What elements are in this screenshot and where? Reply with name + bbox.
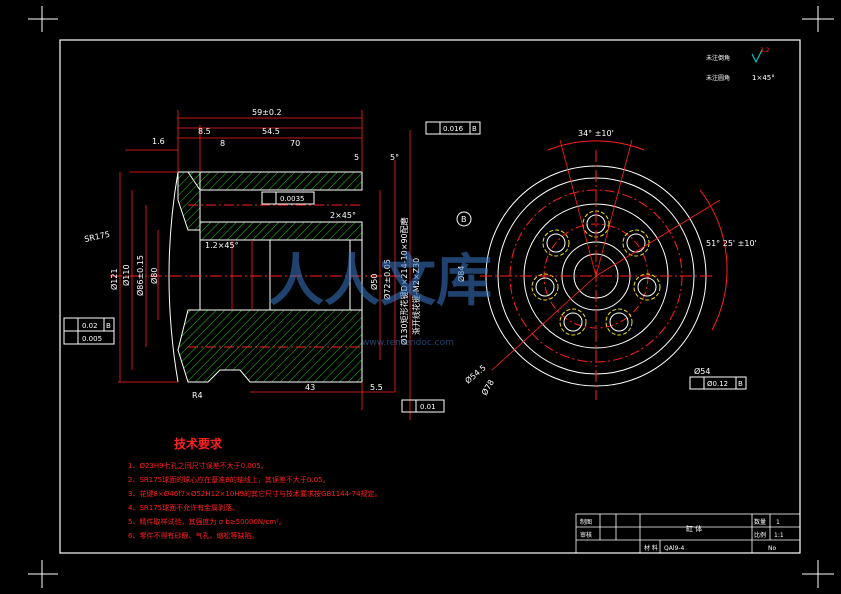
watermark: 人人文库 www.renrendoc.com xyxy=(268,249,492,348)
upper-wall-hatch xyxy=(187,171,363,191)
dim-dia-5: Ø50 xyxy=(369,274,379,290)
title-block-text: 制图 审核 缸 体 数量 1 比例 1:1 材 料 QAl9-4 No xyxy=(580,518,784,552)
tol-top-ref: B xyxy=(472,125,477,133)
tech-line-4: 4、SR175球面不允许有金属剥落。 xyxy=(128,503,239,512)
tol-left-value2: 0.005 xyxy=(82,335,102,343)
section-dimensions xyxy=(118,110,411,420)
tb-checked: 审核 xyxy=(580,531,592,539)
dim-dia-right2: Ø54.5 xyxy=(463,362,488,385)
drawing-frame xyxy=(59,39,801,554)
dim-spline-note: Ø130矩形花键D×214-10×90配磨 xyxy=(399,217,409,345)
note-fillet-value: 1×45° xyxy=(752,74,775,82)
tb-scale-label: 比例 xyxy=(754,531,766,539)
dim-dia-2: Ø110 xyxy=(121,264,131,286)
tech-line-1: 1、Ø23H9七孔之间尺寸误差不大于0.005。 xyxy=(128,461,268,470)
tol-left-value1: 0.02 xyxy=(82,322,98,330)
end-view-text: 34° ±10' 51° 25' ±10' Ø84 Ø54.5 Ø78 Ø54 xyxy=(456,129,757,397)
tol-top-value: 0.016 xyxy=(443,125,464,133)
tolerance-frame-left: 0.02 B 0.005 xyxy=(63,317,115,345)
tb-part-name: 缸 体 xyxy=(686,524,702,533)
datum-b-circle xyxy=(456,211,472,227)
tech-line-3: 3、花键8×Ø46f7×Ø52H12×10H9的其它尺寸与技术要求按GB1144… xyxy=(128,489,382,498)
note-fillet: 未注圆角 xyxy=(706,74,730,82)
dim-dia-3: Ø86±0.15 xyxy=(135,255,145,296)
tolerance-frame-bottom: 0.01 xyxy=(401,399,445,413)
tol-bottom-value: 0.01 xyxy=(420,403,436,411)
tb-scale-value: 1:1 xyxy=(774,532,784,539)
dim-len-c: 8 xyxy=(220,139,225,148)
bore-outline xyxy=(199,239,363,311)
dim-dia-right4: Ø54 xyxy=(694,366,710,376)
watermark-text: 人人文库 xyxy=(268,249,492,314)
lower-body-hatch xyxy=(177,309,363,383)
dim-len-g: 43 xyxy=(305,383,315,392)
watermark-url: www.renrendoc.com xyxy=(362,338,454,348)
dim-len-b: 54.5 xyxy=(262,127,280,136)
dim-len-h: 5.5 xyxy=(370,383,383,392)
dim-len-e: 5 xyxy=(354,153,359,162)
tech-line-5: 5、精件取样试验，其强度为 σ b≥50000N/cm²。 xyxy=(128,517,286,526)
dim-len-total: 59±0.2 xyxy=(252,108,282,117)
dim-dia-1: Ø121 xyxy=(109,268,119,290)
tech-requirements: 技术要求 1、Ø23H9七孔之间尺寸误差不大于0.005。 2、SR175球面的… xyxy=(128,436,382,540)
dim-ang-right: 51° 25' ±10' xyxy=(706,239,757,248)
dim-len-a: 8.5 xyxy=(198,127,211,136)
dim-spline-note2: 渐开线花键-M2×Z30 xyxy=(411,258,421,335)
tol-mid-value: 0.0035 xyxy=(280,195,305,203)
dim-circle-b: B xyxy=(461,215,467,224)
tb-material: QAl9-4 xyxy=(664,545,684,552)
tb-made: 制图 xyxy=(580,518,592,526)
dim-ang-1: 5° xyxy=(390,153,399,162)
dim-ang-top: 34° ±10' xyxy=(578,129,614,138)
tb-sheet: No xyxy=(768,545,776,552)
upper-right-hatch xyxy=(199,221,363,241)
tech-line-6: 6、零件不得有砂眼、气孔、缩松等缺陷。 xyxy=(128,531,258,540)
tol-left-ref: B xyxy=(106,322,111,330)
tolerance-frame-right: Ø0.12 B xyxy=(689,376,747,390)
dim-dia-right3: Ø78 xyxy=(479,378,496,397)
note-chamfer: 未注倒角 xyxy=(706,54,730,62)
tolerance-frame-top: 0.016 B xyxy=(425,121,481,135)
tolerance-frame-mid: 0.0035 xyxy=(261,191,315,205)
top-right-notes: 未注倒角 未注圆角 1×45° 3.2 xyxy=(706,47,775,82)
sphere-face xyxy=(168,171,179,383)
tech-title: 技术要求 xyxy=(174,436,223,451)
crop-marks xyxy=(28,6,834,588)
note-rough: 3.2 xyxy=(760,47,770,54)
tol-right-ref: B xyxy=(738,380,743,388)
dim-dia-4: Ø80 xyxy=(149,268,159,284)
tol-right-value: Ø0.12 xyxy=(707,380,728,388)
end-view xyxy=(480,139,728,400)
dim-dia-right1: Ø84 xyxy=(456,266,466,282)
upper-flange-hatch xyxy=(177,171,201,231)
dim-ang-2: 2×45° xyxy=(330,211,356,220)
dim-r-small: R4 xyxy=(192,391,203,400)
dim-sphere: SR175 xyxy=(84,230,111,244)
section-dim-text: 59±0.2 8.5 54.5 8 70 5 1.6 5° 2×45° 1.2×… xyxy=(84,108,467,400)
tech-line-2: 2、SR175球面的球心应在基准B的轴线上，其误差不大于0.05。 xyxy=(128,475,330,484)
tb-unit-label: 材 料 xyxy=(644,544,658,552)
tb-qty-value: 1 xyxy=(776,519,780,526)
dim-len-d: 70 xyxy=(290,139,300,148)
dim-len-f: 1.6 xyxy=(152,137,165,146)
title-block xyxy=(575,513,801,554)
dim-ang-3: 1.2×45° xyxy=(205,241,239,250)
dim-dia-6: Ø72±0.05 xyxy=(382,259,392,300)
section-dia-text: Ø121 Ø110 Ø86±0.15 Ø80 Ø50 Ø72±0.05 Ø130… xyxy=(109,217,421,345)
roughness-icon xyxy=(751,49,763,64)
tb-qty-label: 数量 xyxy=(754,518,766,526)
